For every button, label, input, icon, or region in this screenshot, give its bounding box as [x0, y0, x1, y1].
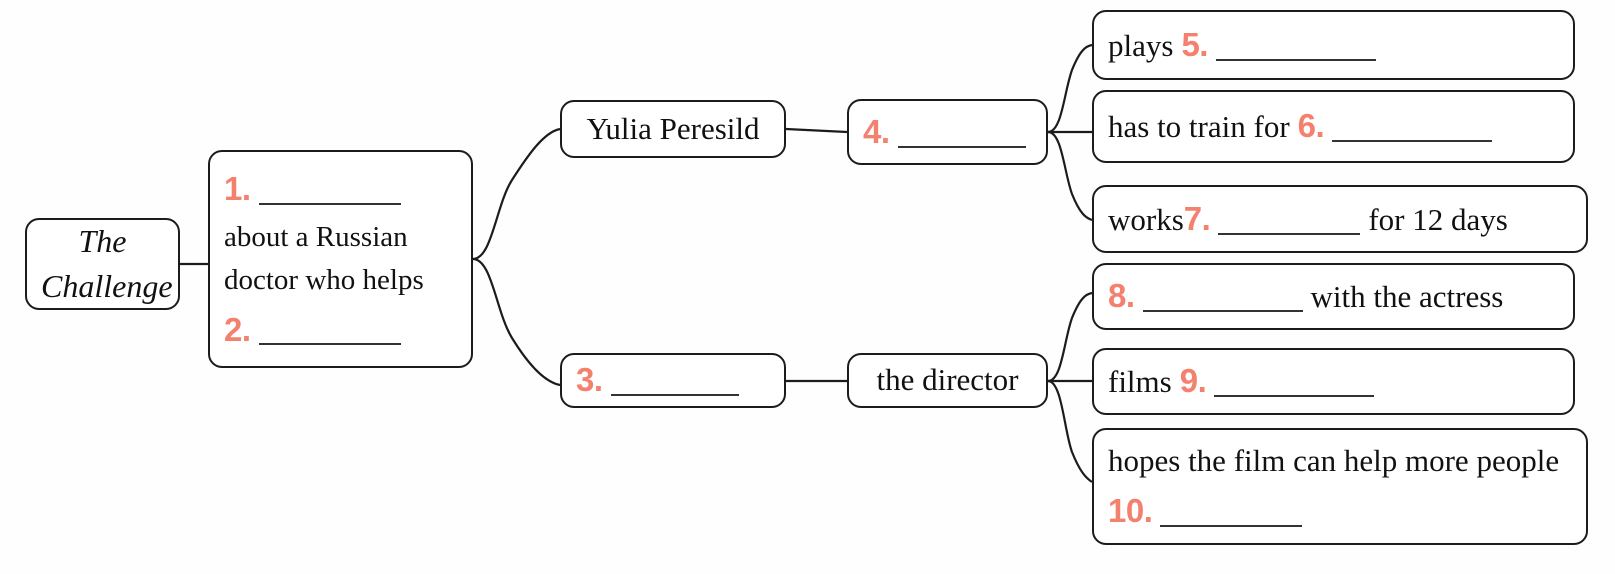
leaf-with-actress-post: with the actress	[1310, 279, 1504, 315]
actress-label: Yulia Peresild	[586, 110, 760, 146]
leaf-with-actress[interactable]: 8. with the actress	[1092, 263, 1575, 330]
leaf-works-content: works7. for 12 days	[1108, 196, 1572, 243]
leaf-works-post: for 12 days	[1368, 201, 1508, 237]
answer-blank-2[interactable]	[258, 316, 401, 346]
leaf-train-pre: has to train for	[1108, 109, 1290, 145]
leaf-hopes-pre: hopes the film can help more people	[1108, 442, 1560, 478]
leaf-plays-pre: plays	[1108, 27, 1174, 63]
blank-number-5: 5.	[1181, 25, 1208, 63]
leaf-works-pre: works	[1108, 201, 1184, 237]
director-node[interactable]: the director	[847, 353, 1048, 408]
title-node[interactable]: The Challenge	[25, 218, 180, 310]
actress-detail-node[interactable]: 4.	[847, 99, 1048, 165]
blank-number-8: 8.	[1108, 277, 1135, 315]
connector-detail-split-bottom	[1047, 130, 1093, 222]
summary-line-3: 2.	[224, 305, 457, 355]
answer-blank-5[interactable]	[1215, 29, 1376, 61]
blank-number-3: 3.	[576, 361, 603, 399]
leaf-works[interactable]: works7. for 12 days	[1092, 185, 1588, 253]
actress-detail-content: 4.	[863, 109, 1032, 156]
summary-line-1: 1.	[224, 164, 457, 214]
leaf-with-actress-content: 8. with the actress	[1108, 273, 1559, 320]
answer-blank-9[interactable]	[1214, 366, 1375, 398]
connector-detail-split-top	[1047, 43, 1093, 134]
answer-blank-6[interactable]	[1332, 111, 1493, 143]
subject-node[interactable]: 3.	[560, 353, 786, 408]
connector-director-split-bottom	[1047, 379, 1093, 483]
blank-number-2: 2.	[224, 310, 251, 348]
subject-content: 3.	[576, 357, 770, 404]
blank-number-7: 7.	[1183, 199, 1211, 237]
leaf-films-pre: films	[1108, 364, 1172, 400]
connector-actress-to-detail	[785, 127, 848, 134]
blank-number-10: 10.	[1108, 491, 1153, 529]
answer-blank-10[interactable]	[1160, 495, 1303, 527]
answer-blank-1[interactable]	[258, 175, 401, 205]
answer-blank-3[interactable]	[610, 365, 739, 397]
blank-number-6: 6.	[1297, 107, 1325, 145]
summary-node[interactable]: 1. about a Russian doctor who helps 2.	[208, 150, 473, 368]
connector-director-split-top	[1047, 291, 1093, 383]
actress-node[interactable]: Yulia Peresild	[560, 100, 786, 158]
answer-blank-4[interactable]	[897, 116, 1026, 148]
leaf-hopes[interactable]: hopes the film can help more people 10.	[1092, 428, 1588, 545]
blank-number-9: 9.	[1179, 362, 1207, 400]
answer-blank-7[interactable]	[1218, 203, 1361, 235]
leaf-hopes-content: hopes the film can help more people 10.	[1108, 437, 1572, 536]
title-line-1: The	[78, 222, 127, 259]
blank-number-4: 4.	[863, 112, 890, 150]
connector-summary-split-top	[472, 127, 561, 261]
answer-blank-8[interactable]	[1142, 281, 1303, 313]
director-label: the director	[876, 362, 1019, 398]
summary-middle-text: about a Russian doctor who helps	[224, 220, 424, 297]
blank-number-1: 1.	[224, 170, 251, 207]
title-line-2: Challenge	[41, 268, 173, 304]
connector-summary-split-bottom	[472, 257, 561, 387]
